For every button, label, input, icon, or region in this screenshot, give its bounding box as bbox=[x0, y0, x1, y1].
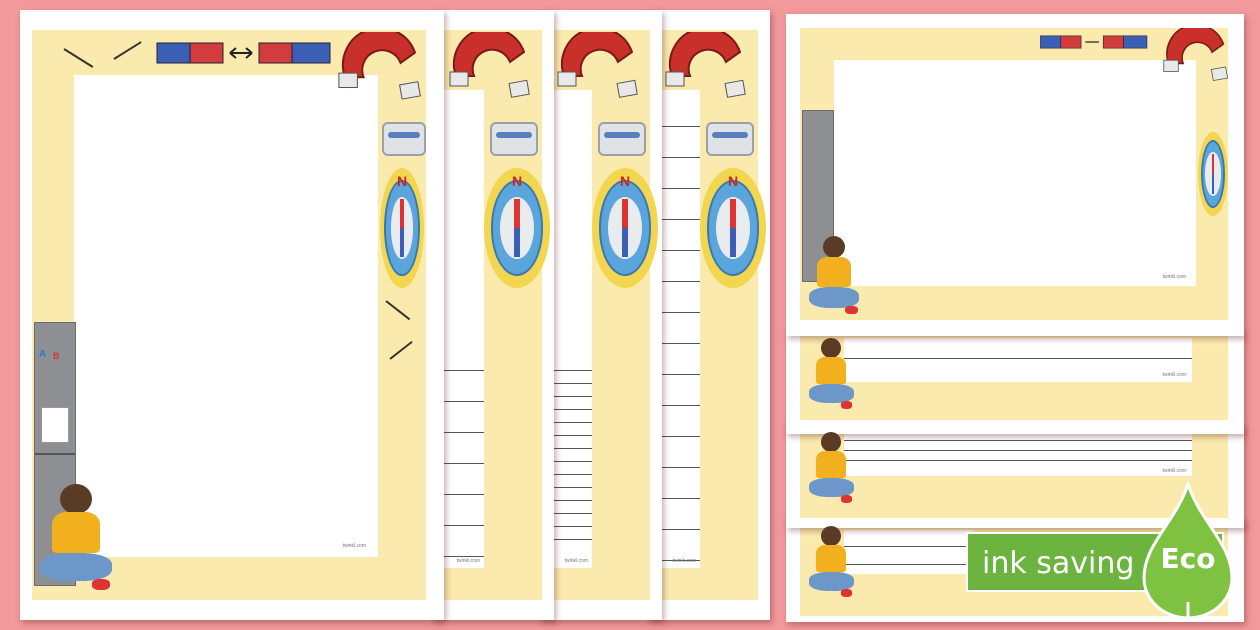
writing-line bbox=[660, 405, 700, 406]
writing-line bbox=[552, 513, 592, 514]
magnet-tin-icon bbox=[382, 122, 426, 156]
horseshoe-magnet-icon bbox=[1163, 28, 1229, 82]
child-illustration bbox=[806, 432, 856, 504]
writing-line bbox=[660, 467, 700, 468]
writing-line bbox=[552, 539, 592, 540]
writing-line bbox=[660, 281, 700, 282]
compass-icon: N bbox=[484, 168, 550, 288]
writing-line bbox=[552, 409, 592, 410]
writing-area: twinkl.com bbox=[552, 90, 592, 568]
writing-line bbox=[552, 487, 592, 488]
landscape-page-2[interactable]: twinkl.com bbox=[786, 330, 1244, 434]
child-illustration bbox=[36, 484, 116, 592]
page-footer: twinkl.com bbox=[564, 558, 588, 564]
landscape-page-1[interactable]: twinkl.com bbox=[786, 14, 1244, 336]
writing-line bbox=[660, 374, 700, 375]
horseshoe-magnet-icon bbox=[665, 32, 746, 98]
magnet-tin-icon bbox=[490, 122, 538, 156]
horseshoe-magnet-icon bbox=[338, 32, 421, 100]
writing-line bbox=[660, 560, 700, 561]
writing-line bbox=[552, 461, 592, 462]
page-footer: twinkl.com bbox=[1162, 372, 1186, 378]
writing-area bbox=[844, 530, 974, 574]
writing-area: twinkl.com bbox=[844, 338, 1192, 382]
compass-icon: N bbox=[592, 168, 658, 288]
compass-icon bbox=[1198, 132, 1228, 216]
writing-line bbox=[660, 188, 700, 189]
page-footer: twinkl.com bbox=[672, 558, 696, 564]
writing-line bbox=[552, 422, 592, 423]
writing-line bbox=[444, 556, 484, 557]
writing-line bbox=[660, 250, 700, 251]
compass-icon: N bbox=[700, 168, 766, 288]
page-footer: twinkl.com bbox=[456, 558, 480, 564]
page-border: twinkl.com bbox=[800, 430, 1228, 518]
eco-label: Eco bbox=[1160, 542, 1216, 575]
page-border: twinkl.com bbox=[444, 30, 542, 600]
writing-line bbox=[552, 396, 592, 397]
writing-line bbox=[444, 432, 484, 433]
writing-line bbox=[660, 219, 700, 220]
writing-line bbox=[444, 463, 484, 464]
writing-line bbox=[660, 312, 700, 313]
horseshoe-magnet-icon bbox=[449, 32, 530, 98]
writing-line bbox=[660, 343, 700, 344]
badge-label: ink saving bbox=[982, 546, 1135, 581]
child-illustration bbox=[806, 338, 856, 410]
compass-icon: N bbox=[380, 168, 424, 288]
child-illustration bbox=[806, 236, 862, 316]
writing-line bbox=[552, 383, 592, 384]
page-footer: twinkl.com bbox=[1162, 274, 1186, 280]
magnet-tin-icon bbox=[598, 122, 646, 156]
writing-line bbox=[552, 435, 592, 436]
writing-line bbox=[660, 436, 700, 437]
writing-line bbox=[552, 500, 592, 501]
bar-magnet-icon bbox=[1040, 35, 1148, 49]
writing-line bbox=[552, 474, 592, 475]
writing-area: twinkl.com bbox=[844, 432, 1192, 476]
page-border: twinkl.com bbox=[552, 30, 650, 600]
writing-line bbox=[660, 529, 700, 530]
writing-area: twinkl.com bbox=[660, 90, 700, 568]
child-illustration bbox=[806, 526, 856, 598]
writing-line bbox=[660, 498, 700, 499]
writing-line bbox=[444, 370, 484, 371]
portrait-page-3[interactable]: twinkl.com bbox=[540, 10, 662, 620]
page-footer: twinkl.com bbox=[1162, 468, 1186, 474]
page-border: twinkl.com bbox=[660, 30, 758, 600]
writing-line bbox=[552, 370, 592, 371]
bar-magnet-icon bbox=[156, 42, 331, 64]
landscape-page-3[interactable]: twinkl.com bbox=[786, 424, 1244, 528]
writing-area: twinkl.com bbox=[74, 75, 378, 557]
drop-shape bbox=[1142, 479, 1234, 620]
writing-area: twinkl.com bbox=[834, 60, 1196, 286]
writing-line bbox=[444, 401, 484, 402]
horseshoe-magnet-icon bbox=[557, 32, 638, 98]
page-border: twinkl.com bbox=[800, 28, 1228, 320]
page-border: twinkl.com bbox=[32, 30, 426, 600]
writing-line bbox=[552, 448, 592, 449]
magnet-tin-icon bbox=[706, 122, 754, 156]
page-footer: twinkl.com bbox=[342, 543, 366, 549]
writing-line bbox=[444, 494, 484, 495]
eco-drop-icon: Eco bbox=[1140, 479, 1236, 622]
writing-line bbox=[444, 525, 484, 526]
writing-line bbox=[660, 126, 700, 127]
page-border: twinkl.com bbox=[800, 336, 1228, 420]
writing-area: twinkl.com bbox=[444, 90, 484, 568]
writing-line bbox=[660, 157, 700, 158]
writing-line bbox=[552, 526, 592, 527]
